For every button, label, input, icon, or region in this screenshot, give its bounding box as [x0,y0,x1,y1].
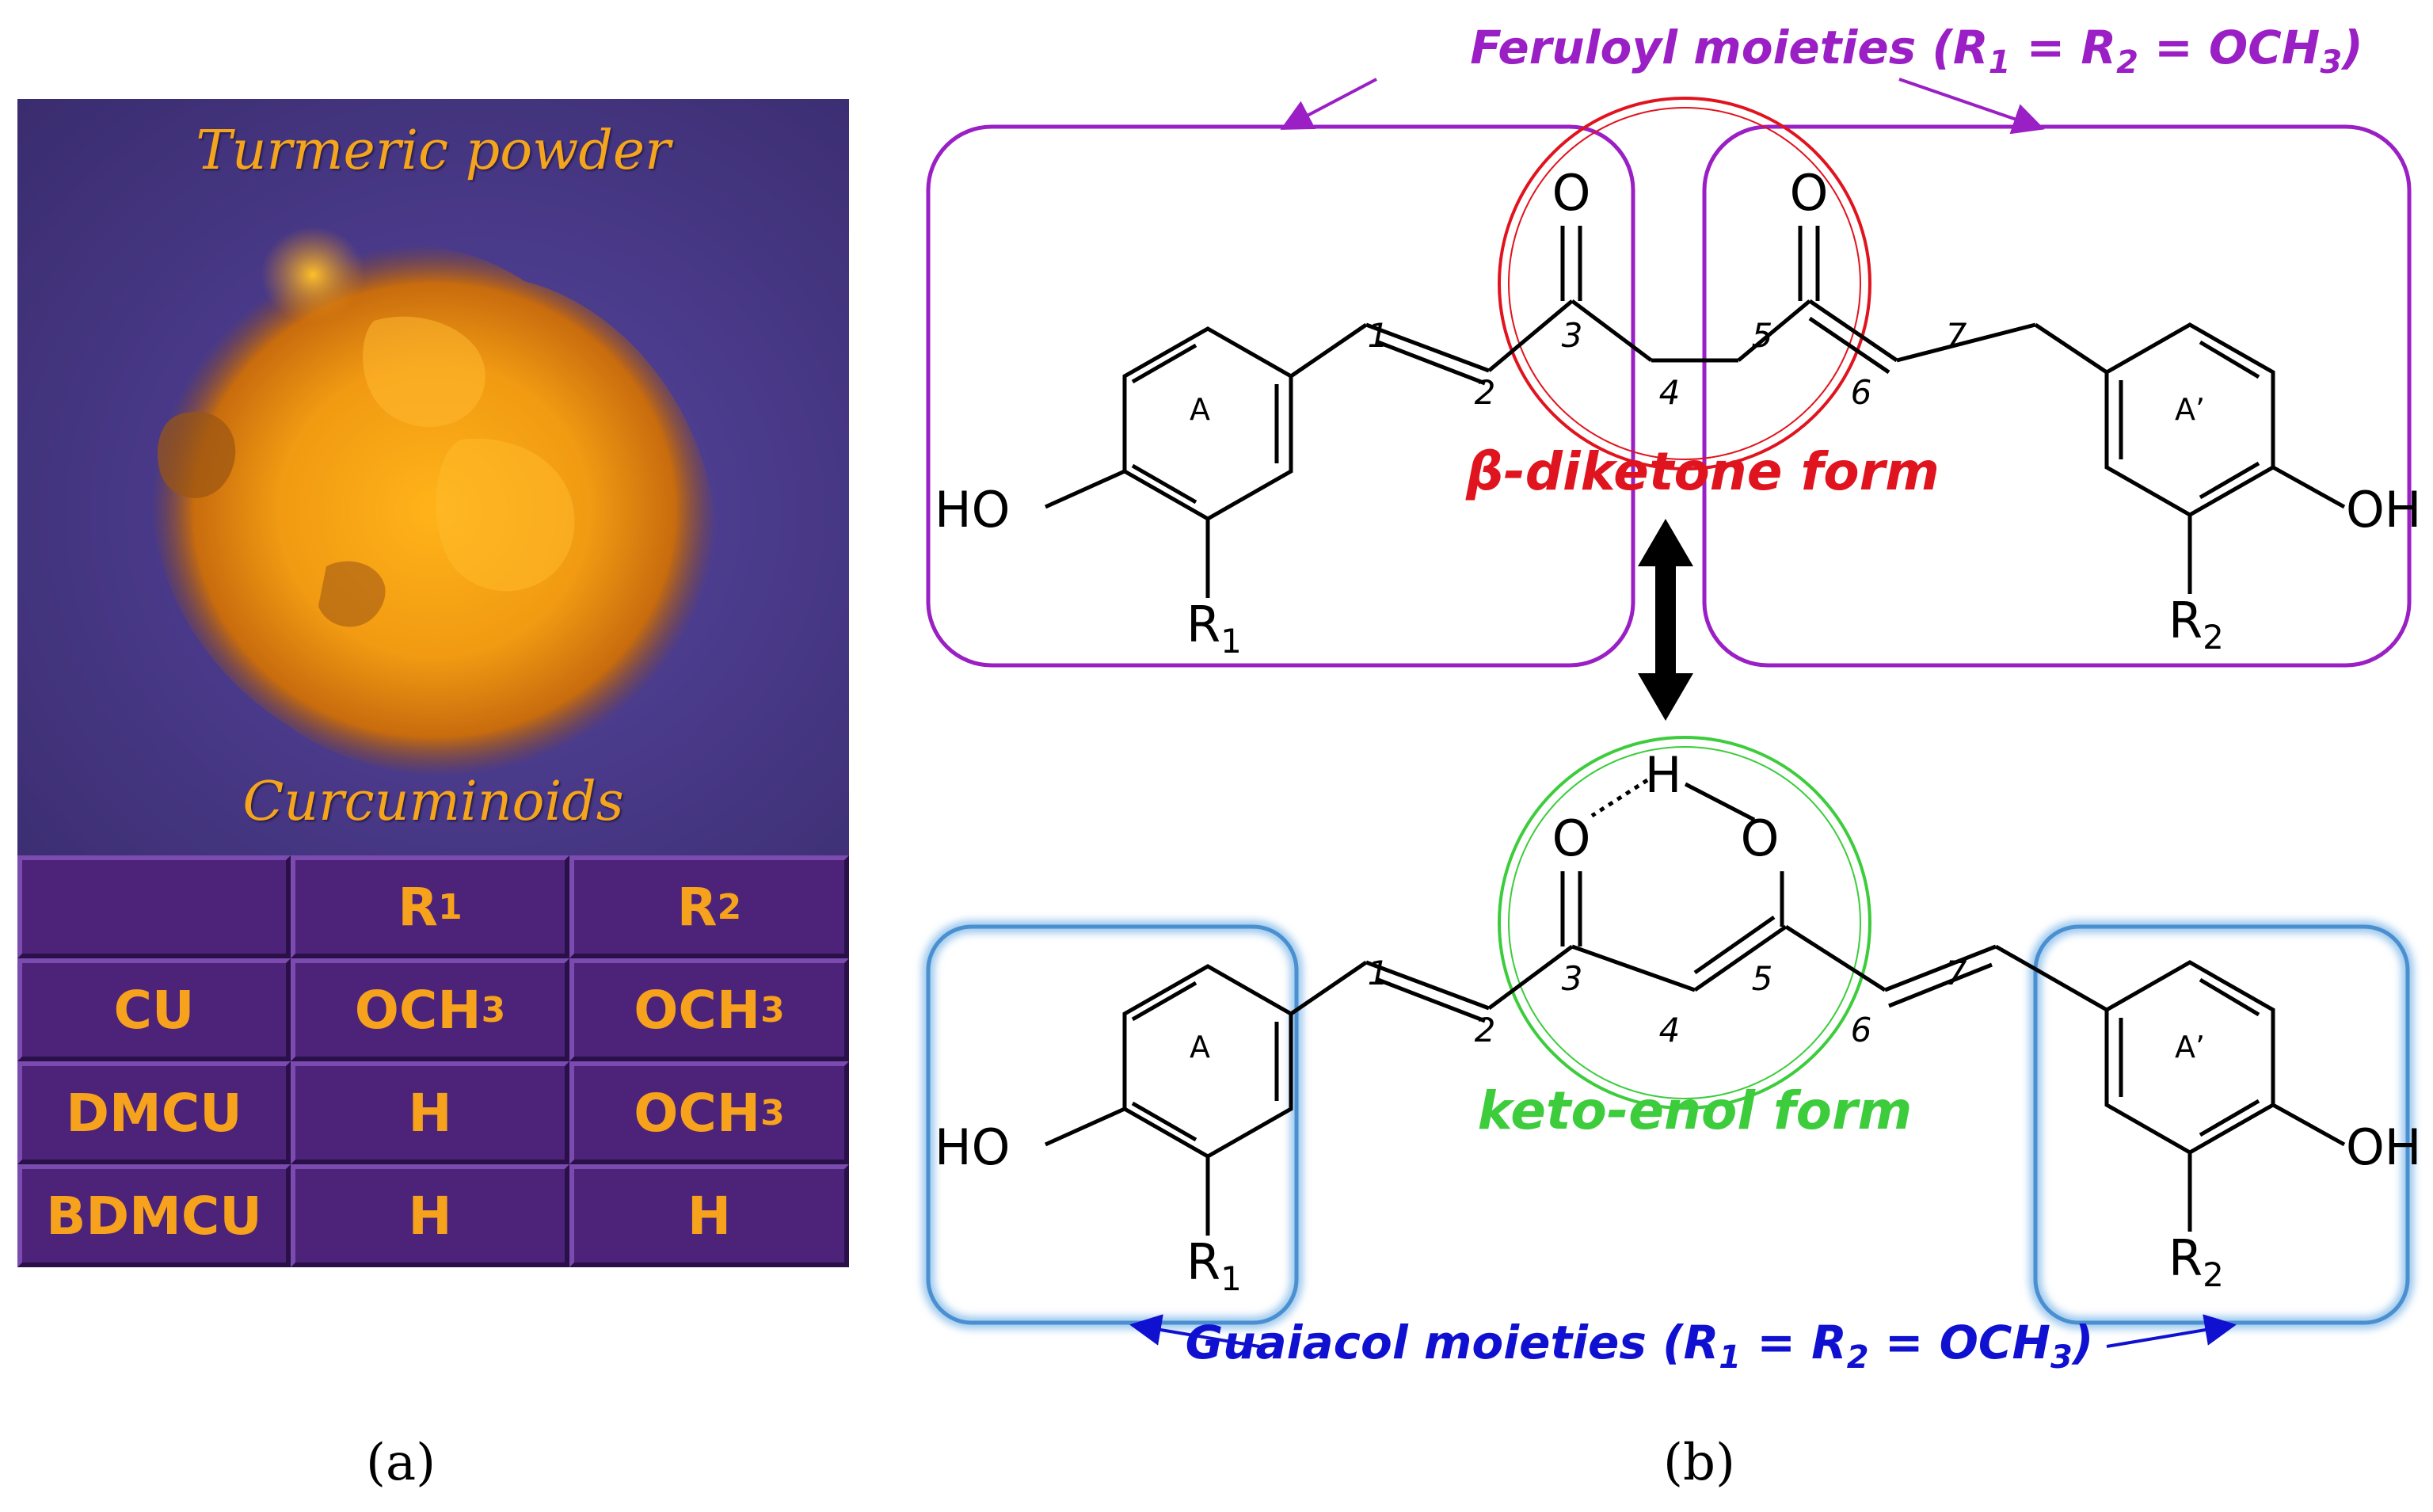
atom-oxygen: O [1552,164,1591,222]
r2-label: R2 [2168,1229,2224,1294]
chain-number: 3 [1562,316,1583,355]
ketoenol-label: keto-enol form [1478,1080,1913,1141]
chain-number: 2 [1475,373,1496,412]
atom-oxygen: O [1790,164,1829,222]
hydroxyl-left: HO [935,481,1010,539]
chain-number: 7 [1946,954,1967,992]
caption-b: (b) [1663,1434,1735,1492]
guaiacol-arrow-left [1129,1314,1260,1348]
ring-label-a-prime: A’ [2175,392,2205,427]
diketone-structure [1044,226,2346,598]
table-header-empty [17,855,291,958]
ketoenol-numbering: 1 2 3 4 5 6 7 [1368,954,1967,1049]
photo-title-turmeric: Turmeric powder [196,120,671,182]
chain-number: 7 [1946,316,1967,355]
tautomer-equilibrium-arrow [1638,519,1693,721]
atom-oxygen: O [1741,809,1780,867]
table-cell-r1: H [291,1061,569,1164]
guaiacol-box-left [926,924,1299,1325]
atom-hydrogen: H [1645,746,1682,804]
hydroxyl-right: OH [2346,1118,2421,1176]
r2-label: R2 [2168,592,2224,657]
ring-label-a: A [1190,392,1210,427]
chain-number: 5 [1752,959,1773,998]
r1-label: R1 [1186,596,1242,661]
turmeric-photo: Turmeric powder Curcuminoids [17,99,849,855]
chain-number: 6 [1851,1011,1872,1049]
feruloyl-arrow-right [1898,78,2045,135]
photo-title-curcuminoids: Curcuminoids [242,771,624,833]
chain-number: 4 [1659,373,1681,412]
feruloyl-arrow-left [1280,78,1377,130]
chain-number: 2 [1475,1011,1496,1049]
feruloyl-box-right [1702,124,2412,668]
feruloyl-label: Feruloyl moieties (R1 = R2 = OCH3) [1470,21,2363,81]
table-cell-compound: DMCU [17,1061,291,1164]
chain-number: 1 [1368,954,1389,992]
r1-label: R1 [1186,1233,1242,1298]
diketone-circle-inner [1508,107,1861,460]
diketone-numbering: 1 2 3 4 5 6 7 [1368,316,1967,412]
chain-number: 4 [1659,1011,1681,1049]
caption-a: (a) [366,1434,436,1492]
table-cell-compound: BDMCU [17,1164,291,1267]
ketoenol-ring-labels: A A’ [1190,1030,2205,1064]
diketone-atoms: O O HO OH R1 R2 [935,164,2421,661]
guaiacol-arrow-right [2106,1314,2237,1348]
diketone-ring-labels: A A’ [1190,392,2205,427]
hydroxyl-right: OH [2346,481,2421,539]
chain-number: 6 [1851,373,1872,412]
atom-oxygen: O [1552,809,1591,867]
diketone-label: β-diketone form [1465,441,1940,502]
ring-label-a-prime: A’ [2175,1030,2205,1064]
ketoenol-circle [1498,736,1871,1110]
chain-number: 3 [1562,959,1583,998]
table-cell-r1: H [291,1164,569,1267]
table-cell-compound: CU [17,958,291,1061]
chain-number: 5 [1752,316,1773,355]
ketoenol-circle-inner [1508,746,1861,1099]
guaiacol-label: Guaiacol moieties (R1 = R2 = OCH3) [1186,1316,2094,1376]
diketone-circle [1498,97,1871,470]
feruloyl-box-left [926,124,1635,668]
table-cell-r2: H [569,1164,849,1267]
hydroxyl-left: HO [935,1118,1010,1176]
turmeric-powder-pile [151,227,718,777]
ketoenol-structure [1044,778,2346,1236]
chain-number: 1 [1368,316,1389,355]
ring-label-a: A [1190,1030,1210,1064]
